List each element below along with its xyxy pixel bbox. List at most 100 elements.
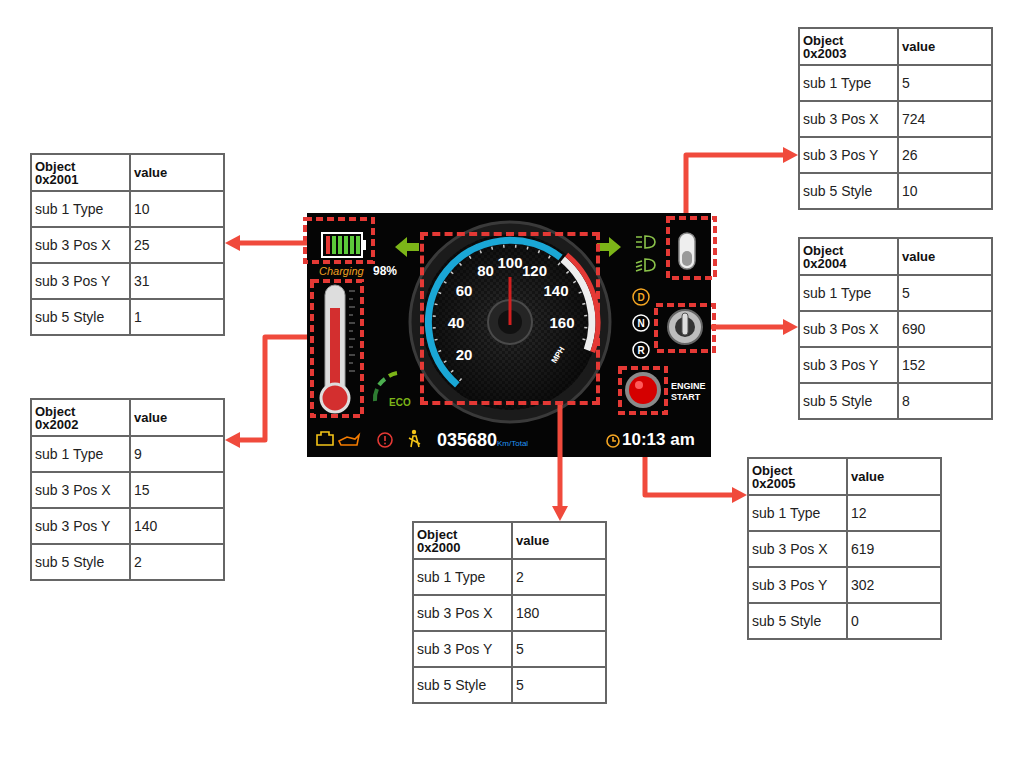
eco-gauge-icon (389, 373, 397, 376)
arrowhead (225, 432, 240, 448)
field-value: 9 (134, 446, 142, 462)
field-value: 5 (516, 677, 524, 693)
field-name: sub 3 Pos Y (752, 577, 827, 593)
connector-arrow (645, 457, 747, 503)
field-value: 26 (902, 147, 918, 163)
field-name: sub 3 Pos Y (803, 357, 878, 373)
column-heading: value (902, 250, 935, 263)
table-cell: 31 (131, 264, 223, 298)
warning-icons (384, 443, 386, 445)
table-cell: sub 5 Style (414, 668, 511, 702)
odometer-value: 035680 (437, 430, 497, 451)
turn-signal-arrows (395, 237, 419, 257)
field-name: sub 3 Pos X (752, 541, 828, 557)
connector-line (237, 241, 307, 246)
scale-number: 80 (477, 261, 494, 278)
battery-icon (338, 236, 342, 254)
rotary-switch (668, 310, 702, 344)
table-cell: sub 1 Type (749, 496, 846, 530)
table-cell: Object 0x2001 (32, 155, 129, 190)
status-label: Charging (319, 265, 364, 277)
table-cell: value (899, 29, 991, 64)
speedometer-dial (567, 255, 598, 353)
clock-icon (607, 435, 619, 447)
engine-start-button (625, 372, 661, 408)
battery-icon (356, 236, 360, 254)
table-cell: value (131, 155, 223, 190)
headlight-icons (636, 237, 642, 247)
arrowhead (783, 319, 798, 335)
connector-line (558, 405, 563, 509)
table-cell: 12 (848, 496, 940, 530)
eco-gauge-icon (379, 379, 385, 385)
scale-number: 160 (549, 314, 574, 331)
field-name: sub 3 Pos Y (35, 518, 110, 534)
gear-letter: D (637, 292, 644, 303)
charge-level: 98% (373, 264, 397, 278)
table-cell: 5 (513, 668, 605, 702)
field-name: sub 3 Pos Y (417, 641, 492, 657)
table-cell: value (848, 459, 940, 494)
table-cell: 152 (899, 348, 991, 382)
table-heading: Object 0x2003 (803, 34, 865, 60)
odometer-unit: Km/Total (497, 439, 528, 448)
highlight-frames (312, 281, 362, 416)
highlight-frames (305, 219, 373, 262)
battery-icon (332, 236, 336, 254)
headlight-icons (636, 236, 655, 271)
field-name: sub 3 Pos X (803, 321, 879, 337)
field-name: sub 5 Style (803, 183, 872, 199)
field-value: 0 (851, 613, 859, 629)
speedometer-dial (422, 234, 598, 410)
table-cell: sub 3 Pos X (800, 102, 897, 136)
field-name: sub 1 Type (803, 75, 871, 91)
battery-icon (350, 236, 354, 254)
table-cell: Object 0x2004 (800, 239, 897, 274)
scale-number: 20 (456, 346, 473, 363)
object-table: Object 0x2001valuesub 1 Type10sub 3 Pos … (30, 153, 225, 336)
field-value: 25 (134, 237, 150, 253)
table-cell: sub 5 Style (32, 300, 129, 334)
table-cell: 2 (513, 560, 605, 594)
connector-arrow (225, 235, 307, 251)
scale-number: 140 (543, 282, 568, 299)
eco-gauge-icon (375, 373, 397, 401)
battery-icon (326, 236, 330, 254)
field-name: sub 1 Type (35, 201, 103, 217)
table-cell: 9 (131, 437, 223, 471)
gear-letter: N (637, 318, 644, 329)
table-cell: sub 3 Pos X (414, 596, 511, 630)
field-name: sub 5 Style (35, 554, 104, 570)
table-cell: sub 1 Type (32, 437, 129, 471)
clock-icon (607, 435, 619, 447)
table-cell: 2 (131, 545, 223, 579)
table-cell: sub 5 Style (749, 604, 846, 638)
field-name: sub 3 Pos Y (803, 147, 878, 163)
table-cell: sub 3 Pos Y (32, 509, 129, 543)
table-cell: sub 5 Style (800, 384, 897, 418)
rotary-switch (668, 310, 702, 344)
table-cell: 5 (513, 632, 605, 666)
object-table: Object 0x2002valuesub 1 Type9sub 3 Pos X… (30, 398, 225, 581)
object-table: Object 0x2004valuesub 1 Type5sub 3 Pos X… (798, 237, 993, 420)
eco-gauge-icon (375, 389, 377, 401)
table-cell: 690 (899, 312, 991, 346)
clock-icon (613, 437, 616, 441)
object-table: Object 0x2005valuesub 1 Type12sub 3 Pos … (747, 457, 942, 640)
speedometer-dial (509, 277, 512, 325)
gear-letter: R (637, 345, 644, 356)
arrowhead (225, 235, 240, 251)
connector-arrow (552, 405, 568, 521)
warning-icons (412, 430, 416, 434)
field-value: 180 (516, 605, 539, 621)
thermometer-icon (349, 291, 355, 371)
field-value: 152 (902, 357, 925, 373)
table-cell: 619 (848, 532, 940, 566)
speedometer-dial (422, 234, 598, 410)
table-cell: sub 3 Pos Y (800, 138, 897, 172)
table-cell: 5 (899, 66, 991, 100)
table-cell: 0 (848, 604, 940, 638)
turn-signal-arrows (597, 237, 621, 257)
field-name: sub 3 Pos Y (35, 273, 110, 289)
column-heading: value (134, 411, 167, 424)
